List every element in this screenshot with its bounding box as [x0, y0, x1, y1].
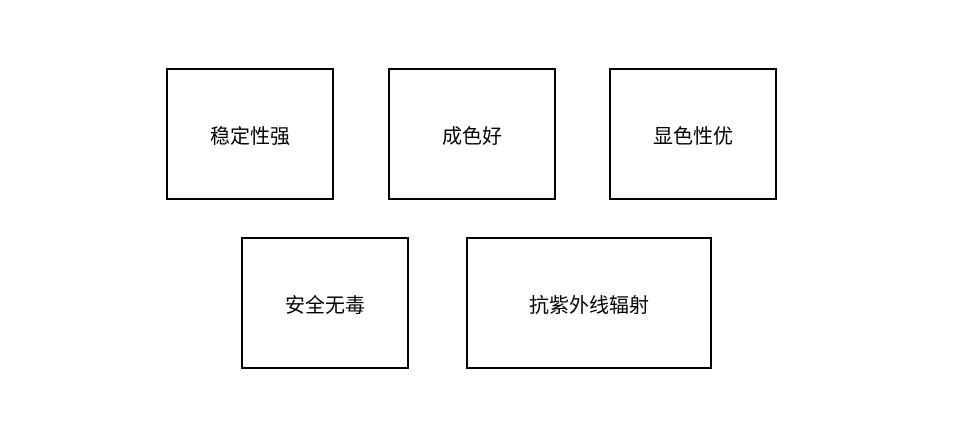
- feature-box-stability: 稳定性强: [166, 68, 334, 200]
- feature-box-safety: 安全无毒: [241, 237, 409, 369]
- feature-label-stability: 稳定性强: [210, 123, 290, 148]
- feature-label-uv-resistance: 抗紫外线辐射: [529, 292, 649, 317]
- feature-label-safety: 安全无毒: [285, 292, 365, 317]
- feature-box-color-rendering: 显色性优: [609, 68, 777, 200]
- feature-box-uv-resistance: 抗紫外线辐射: [466, 237, 712, 369]
- feature-label-color-rendering: 显色性优: [653, 123, 733, 148]
- feature-box-color-quality: 成色好: [388, 68, 556, 200]
- feature-label-color-quality: 成色好: [442, 123, 502, 148]
